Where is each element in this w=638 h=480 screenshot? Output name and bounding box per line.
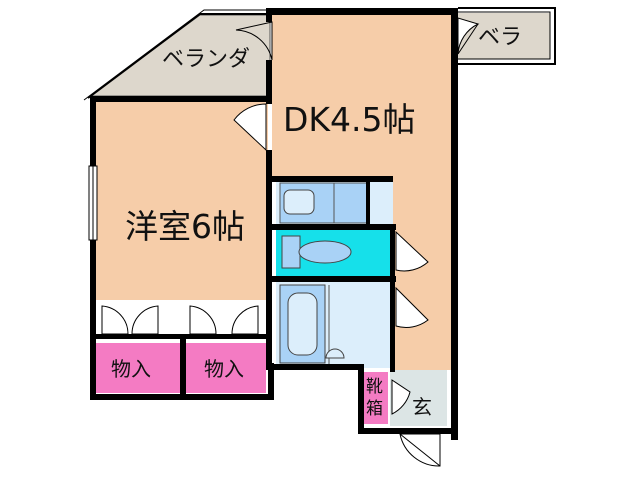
closet-right-label: 物入 — [204, 357, 244, 381]
shoe-box-label-bottom: 箱 — [366, 399, 383, 419]
balcony-small-label: ベラ — [478, 25, 522, 50]
closet-left-fill — [96, 343, 180, 393]
walls — [90, 8, 458, 440]
balcony-label: ベランダ — [162, 47, 250, 72]
corridor-floor — [393, 180, 451, 370]
closet-left-label: 物入 — [111, 357, 151, 381]
dk-floor — [272, 14, 451, 180]
toilet-fixture — [281, 235, 352, 269]
doors — [101, 17, 480, 467]
shoe-box-fill — [364, 372, 388, 424]
window-left — [88, 165, 98, 241]
entrance-label: 玄 — [412, 395, 432, 419]
western-room-label: 洋室6帖 — [125, 207, 245, 246]
balcony-small-floor — [455, 13, 550, 59]
bathtub — [279, 284, 345, 364]
balcony-railing — [83, 7, 556, 101]
shoe-box-label-top: 靴 — [366, 377, 383, 397]
closet-right-fill — [186, 343, 266, 393]
dk-label: DK4.5帖 — [283, 100, 416, 139]
washbasin — [279, 182, 369, 224]
